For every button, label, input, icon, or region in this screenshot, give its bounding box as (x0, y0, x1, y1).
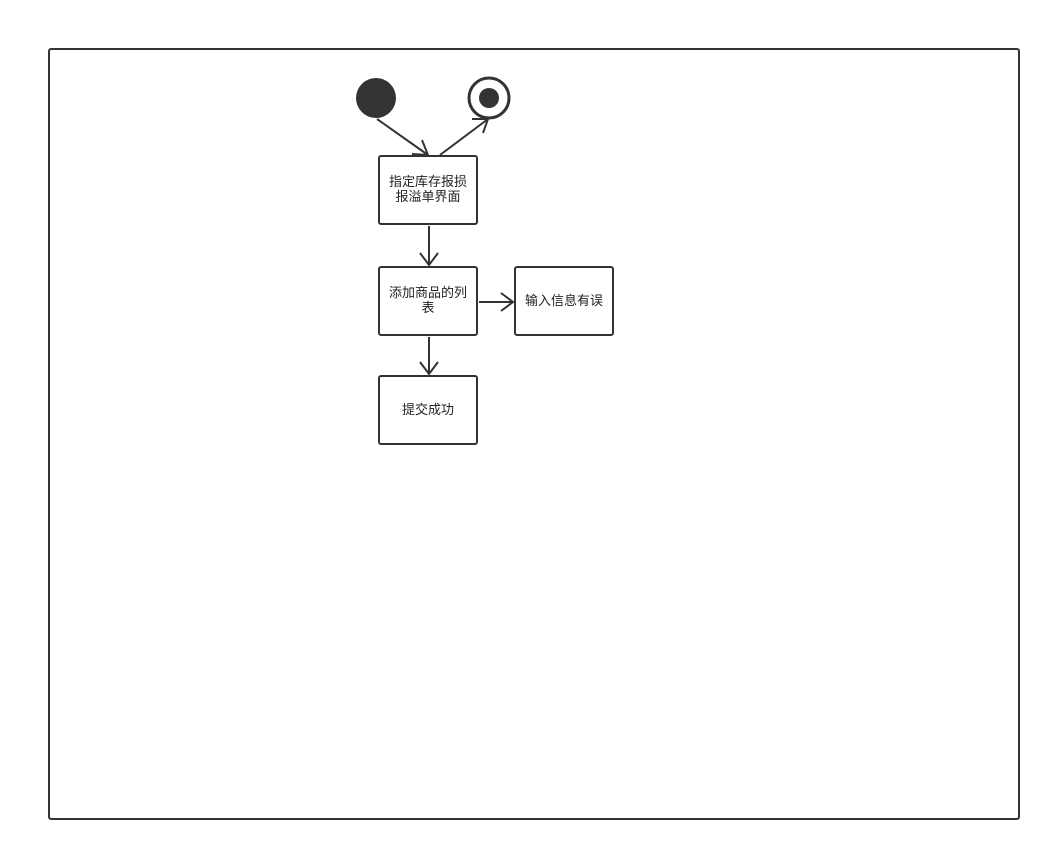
edge-add-goods-to-input-error (479, 292, 515, 312)
activity-submit-success: 提交成功 (378, 375, 478, 445)
diagram-frame (48, 48, 1020, 820)
edge-designate-to-final (439, 118, 490, 156)
activity-add-goods-list-label: 添加商品的列表 (388, 286, 467, 316)
activity-add-goods-list: 添加商品的列表 (378, 266, 478, 336)
edge-add-goods-to-submit-success (419, 337, 439, 376)
initial-state-node (356, 78, 396, 118)
final-state-node (467, 76, 511, 120)
activity-input-error: 输入信息有误 (514, 266, 614, 336)
edge-designate-to-add-goods (419, 226, 439, 267)
activity-submit-success-label: 提交成功 (401, 402, 454, 418)
edge-initial-to-designate (376, 118, 430, 157)
activity-designate-screen: 指定库存报损报溢单界面 (378, 155, 478, 225)
activity-designate-screen-label: 指定库存报损报溢单界面 (388, 175, 467, 205)
activity-input-error-label: 输入信息有误 (524, 293, 603, 309)
